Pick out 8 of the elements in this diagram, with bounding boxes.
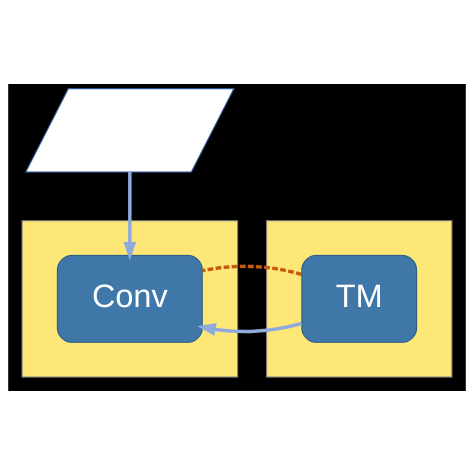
cluster xyxy=(22,220,238,378)
node-box: Conv xyxy=(56,254,203,342)
cluster xyxy=(266,220,452,378)
node-box: TM xyxy=(301,254,418,342)
node-parallelogram xyxy=(24,88,235,172)
arrow xyxy=(197,321,302,336)
connector xyxy=(202,264,302,276)
arrow xyxy=(123,172,136,260)
